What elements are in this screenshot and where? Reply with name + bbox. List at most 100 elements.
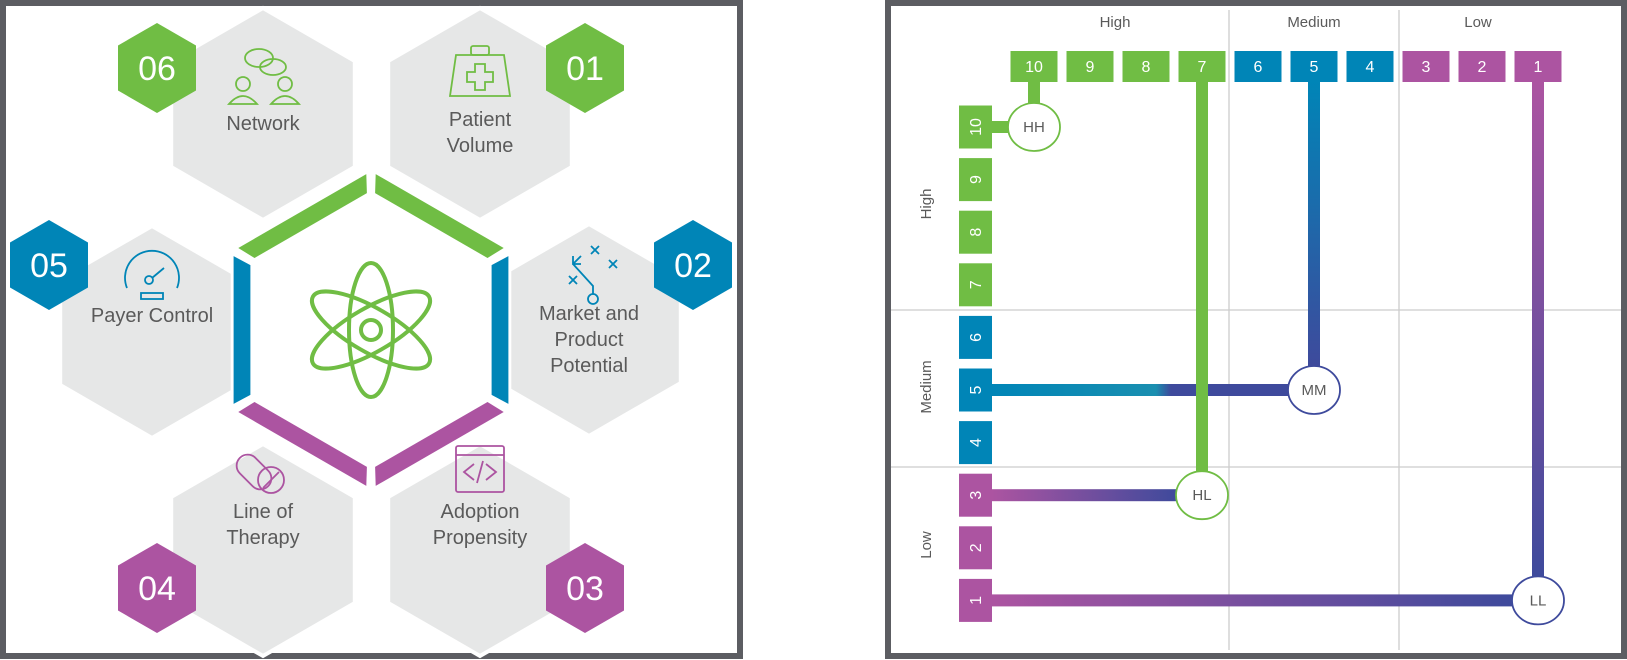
hex-tile <box>169 441 357 659</box>
left-scale-value: 4 <box>968 438 985 447</box>
left-scale-box: 9 <box>959 158 992 202</box>
top-scale-value: 4 <box>1366 59 1375 76</box>
left-scale-value: 5 <box>968 385 985 394</box>
left-scale-value: 9 <box>968 175 985 184</box>
connector-horizontal <box>992 384 1290 396</box>
badge-number: 01 <box>566 50 604 88</box>
top-scale-value: 9 <box>1086 59 1095 76</box>
left-scale-value: 2 <box>968 543 985 552</box>
center-hex <box>230 168 512 492</box>
pills-icon <box>235 453 285 494</box>
badge-number: 02 <box>674 247 712 285</box>
top-scale-box: 1 <box>1514 51 1562 82</box>
item-label-line: Volume <box>447 135 514 157</box>
badge-number: 04 <box>138 570 176 608</box>
left-scale-box: 4 <box>959 421 992 465</box>
strategy-play-icon <box>568 245 618 305</box>
code-window-icon <box>455 445 505 493</box>
left-scale-value: 3 <box>968 491 985 500</box>
number-badge <box>546 543 624 633</box>
top-scale-box: 7 <box>1178 51 1226 82</box>
connector-vertical <box>1196 82 1208 472</box>
top-scale-box: 8 <box>1122 51 1170 82</box>
atom-icon <box>309 261 433 399</box>
top-scale-value: 10 <box>1025 59 1043 76</box>
left-scale-box: 2 <box>959 526 992 570</box>
node-mm: MM <box>1287 365 1341 415</box>
top-scale-value: 1 <box>1534 59 1543 76</box>
item-label-line: Propensity <box>433 527 528 549</box>
item-label-line: Adoption <box>441 501 520 523</box>
connector-horizontal <box>992 121 1010 133</box>
badge-number: 06 <box>138 50 176 88</box>
item-label-line: Therapy <box>226 527 299 549</box>
top-scale-value: 2 <box>1478 59 1487 76</box>
row-group-label: High <box>918 189 935 220</box>
top-scale-box: 10 <box>1010 51 1058 82</box>
left-scale-value: 1 <box>968 596 985 605</box>
ring-segment <box>238 174 367 258</box>
speedometer-icon <box>124 249 180 300</box>
number-badge <box>118 543 196 633</box>
left-scale-box: 6 <box>959 315 992 359</box>
item-label-line: Potential <box>550 355 628 377</box>
node-label: MM <box>1302 382 1327 399</box>
top-scale-box: 2 <box>1458 51 1506 82</box>
item-label-line: Patient <box>449 109 512 131</box>
top-scale-value: 7 <box>1198 59 1207 76</box>
top-scale-box: 4 <box>1346 51 1394 82</box>
number-badge <box>654 220 732 310</box>
left-scale-box: 5 <box>959 368 992 412</box>
ring-segment <box>233 256 251 404</box>
medical-bag-icon <box>448 45 512 97</box>
connector-vertical <box>1532 82 1544 577</box>
top-scale-box: 3 <box>1402 51 1450 82</box>
ring-segment <box>375 402 504 486</box>
top-scale-box: 9 <box>1066 51 1114 82</box>
top-scale-value: 8 <box>1142 59 1151 76</box>
left-scale-value: 10 <box>968 118 985 136</box>
item-label-line: Market and <box>539 303 639 325</box>
people-chat-icon <box>227 48 301 105</box>
row-group-label: Medium <box>918 360 935 413</box>
top-scale-box: 5 <box>1290 51 1338 82</box>
matrix-frame <box>885 0 1627 659</box>
left-scale-value: 6 <box>968 333 985 342</box>
top-scale-value: 5 <box>1310 59 1319 76</box>
number-badge <box>546 23 624 113</box>
top-scale-value: 3 <box>1422 59 1431 76</box>
item-label-line: Payer Control <box>91 305 213 327</box>
item-label-line: Line of <box>233 501 293 523</box>
left-scale-value: 8 <box>968 228 985 237</box>
connector-vertical <box>1308 82 1320 366</box>
ring-segment <box>238 402 367 486</box>
ring-segment <box>491 256 509 404</box>
framework-item-04: 04 Line of Therapy <box>118 453 300 633</box>
left-scale-box: 8 <box>959 210 992 254</box>
left-scale-box: 7 <box>959 263 992 307</box>
column-group-label: Medium <box>1287 14 1340 31</box>
left-scale-box: 10 <box>959 105 992 149</box>
left-scale-box: 3 <box>959 473 992 517</box>
item-label-line: Product <box>555 329 624 351</box>
badge-number: 03 <box>566 570 604 608</box>
number-badge <box>10 220 88 310</box>
node-label: HH <box>1023 119 1045 136</box>
top-scale-box: 6 <box>1234 51 1282 82</box>
node-hl: HL <box>1175 470 1229 521</box>
node-ll: LL <box>1511 575 1565 626</box>
hex-tile <box>386 441 574 659</box>
row-group-label: Low <box>918 531 935 559</box>
left-scale-box: 1 <box>959 578 992 622</box>
column-group-label: High <box>1100 14 1131 31</box>
badge-number: 05 <box>30 247 68 285</box>
node-hh: HH <box>1007 102 1061 152</box>
connector-horizontal <box>992 489 1178 502</box>
connector-horizontal <box>992 594 1514 607</box>
